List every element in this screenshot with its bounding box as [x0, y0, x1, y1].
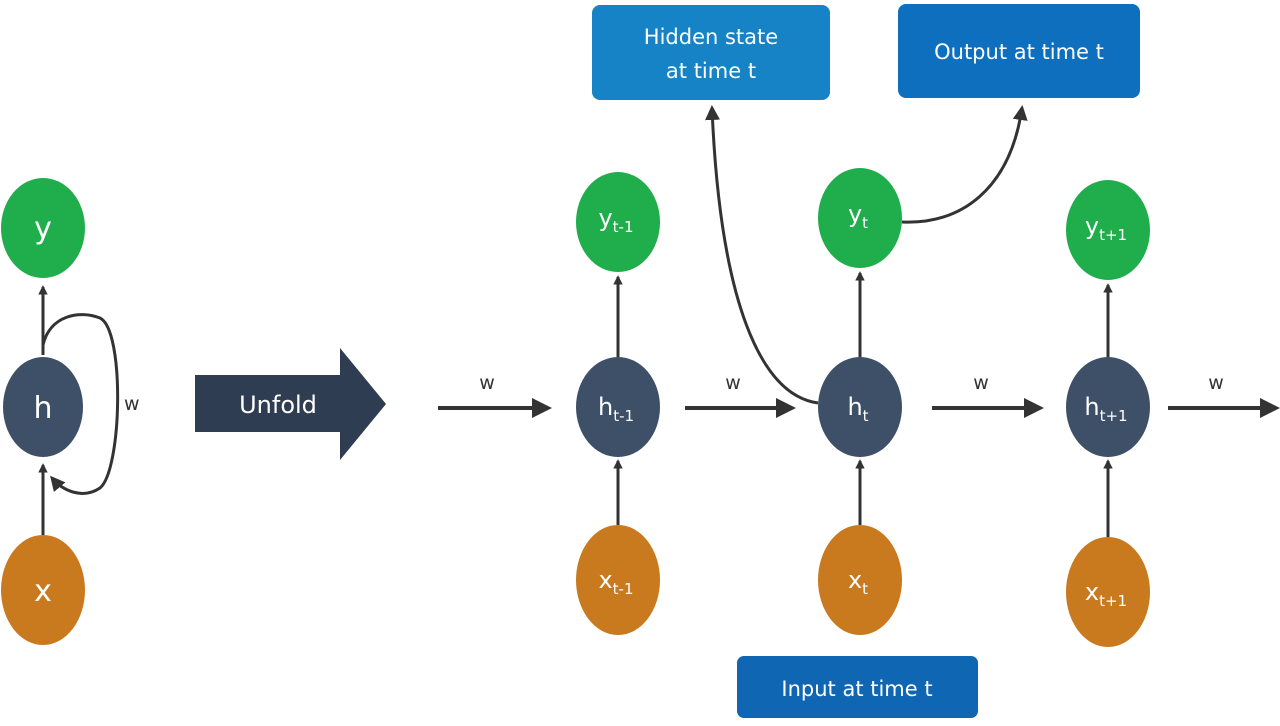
hidden-label-t-1: ht-1 — [598, 393, 634, 425]
hidden-state-callout: Hidden state at time t — [592, 5, 830, 100]
input-label-t: xt — [848, 566, 868, 598]
weight-label-2: w — [973, 372, 989, 394]
input-node-t-1 — [576, 525, 660, 635]
input-label-t-1: xt-1 — [598, 566, 633, 598]
folded-output-label: y — [34, 211, 52, 246]
folded-recurrent-loop-arrow — [41, 313, 120, 495]
output-label-t: yt — [848, 200, 868, 232]
hidden-node-t+1 — [1066, 357, 1150, 457]
hidden-state-callout-arrow — [705, 105, 819, 405]
input-box — [737, 656, 978, 718]
hidden-label-t: ht — [847, 393, 868, 425]
input-node-t+1 — [1066, 537, 1150, 647]
hidden-state-line-1: Hidden state — [644, 25, 778, 49]
hidden-node-t — [818, 357, 902, 457]
weight-label-3: w — [1208, 372, 1224, 394]
output-callout-label: Output at time t — [934, 40, 1104, 64]
unfold-label: Unfold — [239, 391, 317, 419]
output-node-t-1 — [576, 172, 660, 272]
folded-weight-label: w — [124, 393, 140, 415]
folded-hidden-node — [3, 357, 83, 457]
folded-input-node — [1, 535, 85, 645]
input-callout-label: Input at time t — [781, 677, 932, 701]
unfold-arrow: Unfold — [195, 348, 386, 460]
input-node-t — [818, 525, 902, 635]
unrolled-timesteps: yt-1 ht-1 xt-1 yt ht xt yt+1 ht+1 xt+1 — [576, 168, 1150, 647]
hidden-node-t-1 — [576, 357, 660, 457]
output-node-t — [818, 168, 902, 268]
hidden-edges: w w w w — [438, 372, 1280, 418]
output-callout-arrow — [901, 105, 1028, 224]
weight-label-0: w — [479, 372, 495, 394]
unfold-arrow-shape — [195, 348, 386, 460]
folded-hidden-label: h — [33, 391, 52, 426]
folded-output-node — [1, 178, 85, 278]
output-label-t+1: yt+1 — [1085, 212, 1127, 244]
input-label-t+1: xt+1 — [1085, 578, 1127, 610]
folded-rnn: w y h x — [1, 178, 140, 645]
weight-label-1: w — [725, 372, 741, 394]
output-callout: Output at time t — [898, 4, 1140, 98]
output-label-t-1: yt-1 — [598, 204, 633, 236]
input-callout: Input at time t — [737, 656, 978, 718]
hidden-label-t+1: ht+1 — [1084, 393, 1127, 425]
folded-input-label: x — [34, 574, 52, 609]
hidden-state-box — [592, 5, 830, 100]
output-box — [898, 4, 1140, 98]
hidden-state-line-2: at time t — [666, 59, 756, 83]
output-node-t+1 — [1066, 180, 1150, 280]
